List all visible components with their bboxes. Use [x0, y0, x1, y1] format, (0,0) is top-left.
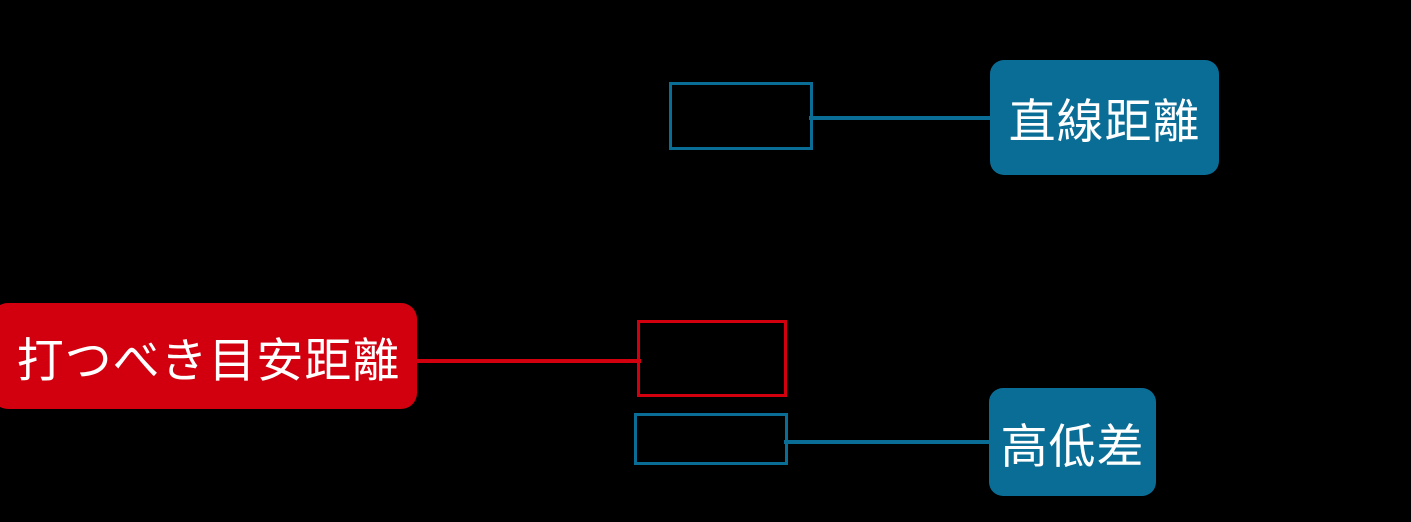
connector-target-to-straight-distance [809, 116, 993, 120]
placeholder-target-distance-value[interactable] [637, 320, 787, 397]
connector-target-to-elevation-difference [784, 440, 992, 444]
node-target-distance-root-label: 打つべき目安距離 [16, 333, 401, 389]
node-straight-distance[interactable]: 直線距離 [990, 60, 1219, 175]
node-straight-distance-label: 直線距離 [1008, 95, 1201, 150]
node-elevation-difference-label: 高低差 [1000, 419, 1145, 475]
node-target-distance-root[interactable]: 打つべき目安距離 [0, 303, 417, 409]
placeholder-straight-distance-value[interactable] [669, 82, 813, 150]
placeholder-elevation-difference-value[interactable] [634, 413, 788, 465]
connector-root-to-target [413, 359, 641, 363]
node-elevation-difference[interactable]: 高低差 [989, 388, 1156, 496]
